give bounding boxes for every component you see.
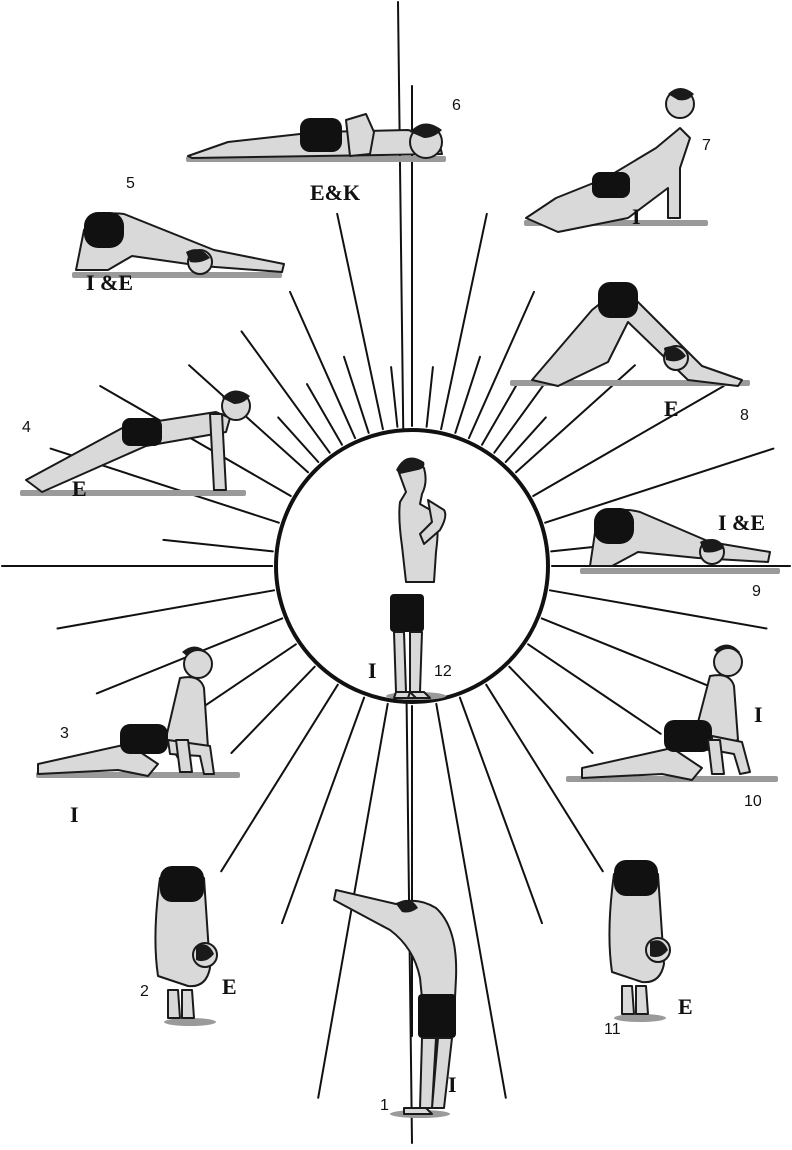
pose-11-number: 11 [604,1021,621,1038]
ray-line [427,367,433,427]
ray-line [460,698,542,924]
pose-1-figure [334,890,456,1118]
ray-line [337,214,383,429]
ray-line [307,384,342,445]
ray-line [506,417,546,462]
pose-4-breath: E [72,476,87,501]
pose-2-number: 2 [140,983,149,1000]
ray-line [441,214,487,429]
ray-line [163,540,272,552]
pose-6-figure [186,114,446,162]
pose-7-number: 7 [702,137,711,154]
ray-line [533,386,724,496]
pose-12-number: 12 [434,663,452,680]
ray-line [221,685,338,872]
pose-5-breath: I &E [86,270,133,295]
pose-6-number: 6 [452,97,461,114]
pose-3-figure [36,646,240,778]
ray-line [482,384,517,445]
pose-10-figure [566,644,778,782]
pose-4-number: 4 [22,419,31,436]
pose-3-number: 3 [60,725,69,742]
pose-11-breath: E [678,994,693,1019]
pose-9-breath: I &E [718,510,765,535]
pose-12-breath: I [368,658,377,683]
pose-2-breath: E [222,974,237,999]
pose-8-breath: E [664,396,679,421]
pose-9-number: 9 [752,583,761,600]
pose-7-figure [524,88,708,232]
pose-7-breath: I [632,204,641,229]
ray-line [278,417,318,462]
ray-line [290,292,355,438]
pose-5-number: 5 [126,175,135,192]
ray-line [542,618,727,693]
ray-line [58,590,275,628]
pose-5-figure [72,212,284,278]
pose-8-number: 8 [740,407,749,424]
pose-11-figure [609,860,670,1022]
ray-line [282,698,364,924]
pose-1-breath: I [448,1072,457,1097]
pose-1-number: 1 [380,1097,389,1114]
pose-3-breath: I [70,802,79,827]
ray-line [391,367,397,427]
ray-line [550,590,767,628]
ray-line [469,292,534,438]
pose-10-number: 10 [744,793,762,810]
pose-10-breath: I [754,702,763,727]
pose-2-figure [155,866,217,1026]
pose-6-breath: E&K [310,180,360,205]
